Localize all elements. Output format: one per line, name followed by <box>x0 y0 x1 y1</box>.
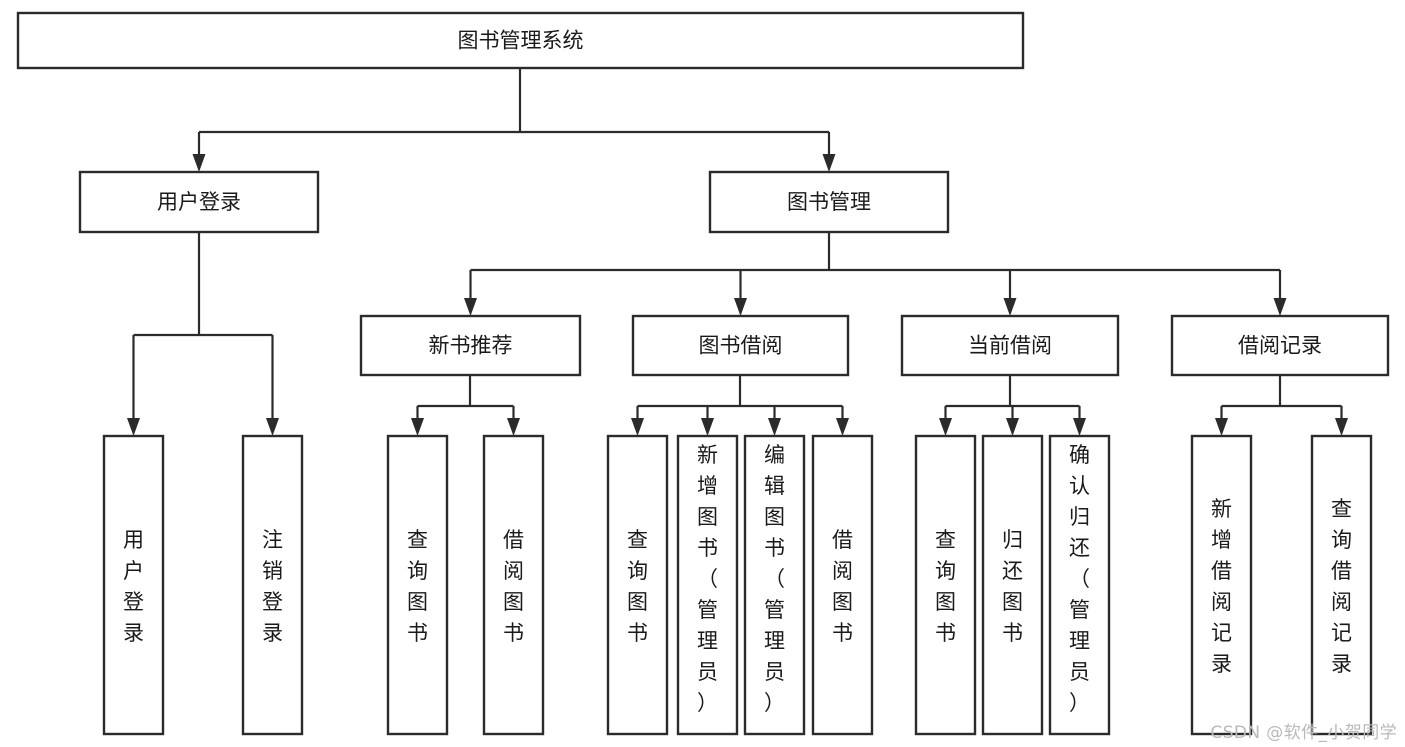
node-new-book-recommend-label: 新书推荐 <box>429 334 513 358</box>
node-leaf-confirm-return[interactable]: 确认归还（管理员） <box>1048 434 1111 736</box>
node-leaf-return-book-box[interactable] <box>981 434 1044 736</box>
node-leaf-edit-book-label: 编辑图书（管理员） <box>764 443 785 715</box>
arrow-head-icon <box>1215 418 1228 436</box>
node-user-login[interactable]: 用户登录 <box>78 170 320 234</box>
node-leaf-query-book-3-box[interactable] <box>914 434 977 736</box>
node-leaf-return-book-label: 归还图书 <box>1002 528 1023 645</box>
node-leaf-user-login-label: 用户登录 <box>123 528 144 645</box>
arrow-head-icon <box>836 418 849 436</box>
node-borrow-record-label: 借阅记录 <box>1238 334 1322 358</box>
node-leaf-edit-book[interactable]: 编辑图书（管理员） <box>743 434 806 736</box>
node-leaf-confirm-return-box[interactable] <box>1048 434 1111 736</box>
edge-group-new-book-recommend <box>411 375 520 436</box>
node-current-borrow-box[interactable] <box>900 314 1120 377</box>
arrow-head-icon <box>266 418 279 436</box>
node-leaf-add-borrow-record-label: 新增借阅记录 <box>1211 497 1232 676</box>
node-leaf-query-borrow-record-box[interactable] <box>1310 434 1373 736</box>
arrow-head-icon <box>507 418 520 436</box>
edge-group-user-login <box>127 232 279 436</box>
node-leaf-user-logout[interactable]: 注销登录 <box>241 434 304 736</box>
node-leaf-borrow-book-2-box[interactable] <box>811 434 874 736</box>
arrow-head-icon <box>734 298 747 316</box>
node-leaf-add-book-label: 新增图书（管理员） <box>697 443 718 715</box>
node-root-box[interactable] <box>16 11 1025 70</box>
arrow-head-icon <box>192 154 206 172</box>
edge-group-borrow-record <box>1215 375 1348 436</box>
node-borrow-record[interactable]: 借阅记录 <box>1170 314 1390 377</box>
node-leaf-borrow-book-1-box[interactable] <box>482 434 545 736</box>
node-new-book-recommend-box[interactable] <box>359 314 582 377</box>
node-leaf-query-borrow-record[interactable]: 查询借阅记录 <box>1310 434 1373 736</box>
node-book-borrow-label: 图书借阅 <box>699 334 783 358</box>
node-leaf-return-book[interactable]: 归还图书 <box>981 434 1044 736</box>
node-root-label: 图书管理系统 <box>458 29 584 53</box>
node-leaf-confirm-return-label: 确认归还（管理员） <box>1069 443 1090 715</box>
node-leaf-borrow-book-2[interactable]: 借阅图书 <box>811 434 874 736</box>
arrow-head-icon <box>1003 298 1017 316</box>
arrow-head-icon <box>464 298 477 316</box>
node-leaf-user-login[interactable]: 用户登录 <box>102 434 165 736</box>
node-leaf-query-borrow-record-label: 查询借阅记录 <box>1331 497 1352 676</box>
node-leaf-add-borrow-record[interactable]: 新增借阅记录 <box>1190 434 1253 736</box>
node-layer: 图书管理系统用户登录图书管理新书推荐图书借阅当前借阅借阅记录用户登录注销登录查询… <box>16 11 1390 736</box>
node-leaf-user-logout-label: 注销登录 <box>262 528 283 645</box>
node-new-book-recommend[interactable]: 新书推荐 <box>359 314 582 377</box>
node-leaf-query-book-1[interactable]: 查询图书 <box>386 434 449 736</box>
node-leaf-user-login-box[interactable] <box>102 434 165 736</box>
node-leaf-query-book-1-label: 查询图书 <box>407 528 428 645</box>
node-borrow-record-box[interactable] <box>1170 314 1390 377</box>
node-leaf-query-book-2-label: 查询图书 <box>627 528 648 645</box>
csdn-watermark: CSDN @软件_小贺同学 <box>1210 723 1397 743</box>
edge-group-book-borrow <box>631 375 849 436</box>
edge-group-root <box>192 68 836 172</box>
node-current-borrow[interactable]: 当前借阅 <box>900 314 1120 377</box>
connector-layer <box>127 68 1348 436</box>
node-leaf-add-book-box[interactable] <box>676 434 739 736</box>
arrow-head-icon <box>1273 298 1287 316</box>
node-book-manage-label: 图书管理 <box>787 190 871 214</box>
node-leaf-borrow-book-2-label: 借阅图书 <box>832 528 853 645</box>
node-leaf-query-book-2[interactable]: 查询图书 <box>606 434 669 736</box>
arrow-head-icon <box>822 154 836 172</box>
node-leaf-query-book-1-box[interactable] <box>386 434 449 736</box>
arrow-head-icon <box>768 418 781 436</box>
node-leaf-borrow-book-1[interactable]: 借阅图书 <box>482 434 545 736</box>
arrow-head-icon <box>411 418 424 436</box>
arrow-head-icon <box>127 418 140 436</box>
node-book-manage-box[interactable] <box>708 170 950 234</box>
node-leaf-add-book[interactable]: 新增图书（管理员） <box>676 434 739 736</box>
node-leaf-borrow-book-1-label: 借阅图书 <box>503 528 524 645</box>
node-leaf-query-book-3-label: 查询图书 <box>935 528 956 645</box>
arrow-head-icon <box>1006 418 1019 436</box>
arrow-head-icon <box>701 418 714 436</box>
arrow-head-icon <box>1073 418 1086 436</box>
node-book-borrow-box[interactable] <box>631 314 850 377</box>
node-book-manage[interactable]: 图书管理 <box>708 170 950 234</box>
node-leaf-edit-book-box[interactable] <box>743 434 806 736</box>
node-leaf-add-borrow-record-box[interactable] <box>1190 434 1253 736</box>
edge-group-current-borrow <box>939 375 1086 436</box>
node-current-borrow-label: 当前借阅 <box>968 334 1052 358</box>
node-leaf-user-logout-box[interactable] <box>241 434 304 736</box>
arrow-head-icon <box>631 418 644 436</box>
node-root[interactable]: 图书管理系统 <box>16 11 1025 70</box>
node-user-login-label: 用户登录 <box>157 190 241 214</box>
node-leaf-query-book-3[interactable]: 查询图书 <box>914 434 977 736</box>
arrow-head-icon <box>939 418 952 436</box>
node-user-login-box[interactable] <box>78 170 320 234</box>
edge-group-book-manage <box>464 232 1287 316</box>
arrow-head-icon <box>1335 418 1348 436</box>
node-book-borrow[interactable]: 图书借阅 <box>631 314 850 377</box>
node-leaf-query-book-2-box[interactable] <box>606 434 669 736</box>
